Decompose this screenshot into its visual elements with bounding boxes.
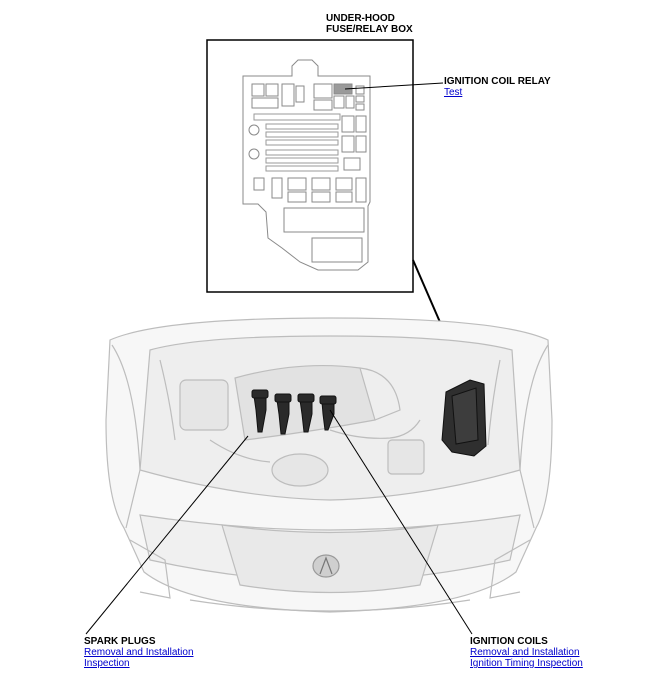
ignition-coils-leader-line [329,409,473,635]
vehicle-illustration [105,317,553,613]
fuse-box-on-vehicle [441,379,487,457]
fuse-box-illustration [242,59,371,271]
fuse-box-title-line1: UNDER-HOOD [326,13,395,24]
relay-leader-line [344,82,444,90]
ignition-coil-relay-title: IGNITION COIL RELAY [444,76,551,87]
ignition-coils-timing-link[interactable]: Ignition Timing Inspection [470,658,583,669]
fuse-box-title: UNDER-HOOD FUSE/RELAY BOX [326,13,413,35]
spark-plugs-inspection-link[interactable]: Inspection [84,658,130,669]
ignition-coil-relay-test-link[interactable]: Test [444,87,463,98]
spark-plugs-leader-line [85,435,249,635]
callout-spark-plugs: SPARK PLUGS Removal and Installation Ins… [84,636,194,669]
spark-plugs-title: SPARK PLUGS [84,636,156,647]
callout-ignition-coil-relay: IGNITION COIL RELAY Test [444,76,551,98]
fuse-box-title-line2: FUSE/RELAY BOX [326,24,413,35]
callout-ignition-coils: IGNITION COILS Removal and Installation … [470,636,583,669]
ignition-coils-title: IGNITION COILS [470,636,548,647]
spark-plugs-removal-link[interactable]: Removal and Installation [84,647,194,658]
ignition-coils-illustration [251,389,337,435]
ignition-coils-removal-link[interactable]: Removal and Installation [470,647,580,658]
